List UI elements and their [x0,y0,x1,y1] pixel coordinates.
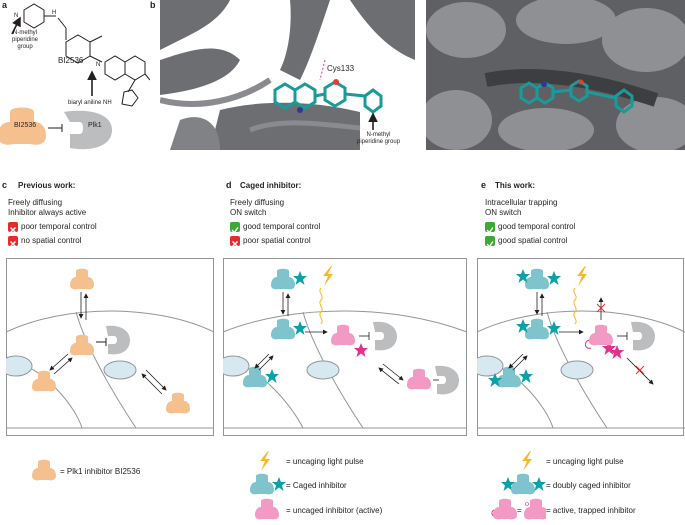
legend-c-inhibitor-icon [32,459,56,481]
legend-e-trapped-icon: = [491,498,546,520]
panel-c-item-2: no spatial control [21,236,82,245]
panel-e-line1: Intracellular trapping [485,198,558,207]
panel-d-label: d [226,180,232,190]
crystal-structure-ribbon [160,0,415,150]
panel-d-title: Caged inhibitor: [240,181,302,190]
panel-d-line1: Freely diffusing [230,198,285,207]
svg-text:N: N [96,62,100,68]
panel-d-item-2: poor spatial control [243,236,311,245]
svg-text:H: H [52,10,56,16]
cross-icon [230,236,240,247]
panel-c-label: c [2,180,8,190]
legend-c-text: = Plk1 inhibitor BI2536 [60,467,141,476]
panel-e-title: This work: [495,181,536,190]
compound-name: BI2536 [58,56,84,65]
panel-c-line1: Freely diffusing [8,198,63,207]
legend-e-text-3: = active, trapped inhibitor [546,506,636,515]
panel-a-label: a [2,0,8,10]
cys133-label: Cys133 [327,64,355,73]
legend-d-caged-icon [250,473,286,495]
legend-d-lightning-icon [260,451,270,471]
panel-c-item-1: poor temporal control [21,222,97,231]
cross-icon [8,222,18,233]
cartoon-inhibitor-label: BI2536 [14,122,37,129]
panel-e-cell-diagram [477,258,685,436]
legend-e-lightning-icon [522,451,532,471]
panel-d-cell-diagram [223,258,467,436]
legend-d-text-3: = uncaged inhibitor (active) [286,506,383,515]
legend-d-uncaged-icon [255,498,279,520]
bi2536-structure: N H N [0,3,150,150]
legend-e-text-2: = doubly caged inhibitor [546,481,631,490]
check-icon [485,236,495,248]
cartoon-plk1-label: Plk1 [88,122,102,129]
panel-d-item-1: good temporal control [243,222,321,231]
panel-e-label: e [481,180,487,190]
panel-b-nmethyl-label: N-methyl piperidine group [357,132,401,145]
legend-d-text-1: = uncaging light pulse [286,457,364,466]
legend-e-doubly-caged-icon [501,473,546,495]
cross-icon [8,236,18,247]
svg-text:N: N [14,13,18,19]
panel-c-cell-diagram [6,258,214,436]
panel-e-item-2: good spatial control [498,236,568,245]
panel-d-line2: ON switch [230,208,267,217]
panel-b-label: b [150,0,156,10]
panel-c-line2: Inhibitor always active [8,208,87,217]
panel-a-nmethyl-label: N-methyl piperidine group [12,30,39,50]
legend-d-text-2: = Caged inhibitor [286,481,347,490]
biaryl-label: biaryl aniline NH [68,100,112,106]
crystal-structure-surface [426,0,685,150]
svg-text:=: = [517,506,522,515]
panel-e-item-1: good temporal control [498,222,576,231]
check-icon [230,222,240,234]
check-icon [485,222,495,234]
panel-e-line2: ON switch [485,208,522,217]
legend-e-text-1: = uncaging light pulse [546,457,624,466]
panel-c-title: Previous work: [18,181,76,190]
